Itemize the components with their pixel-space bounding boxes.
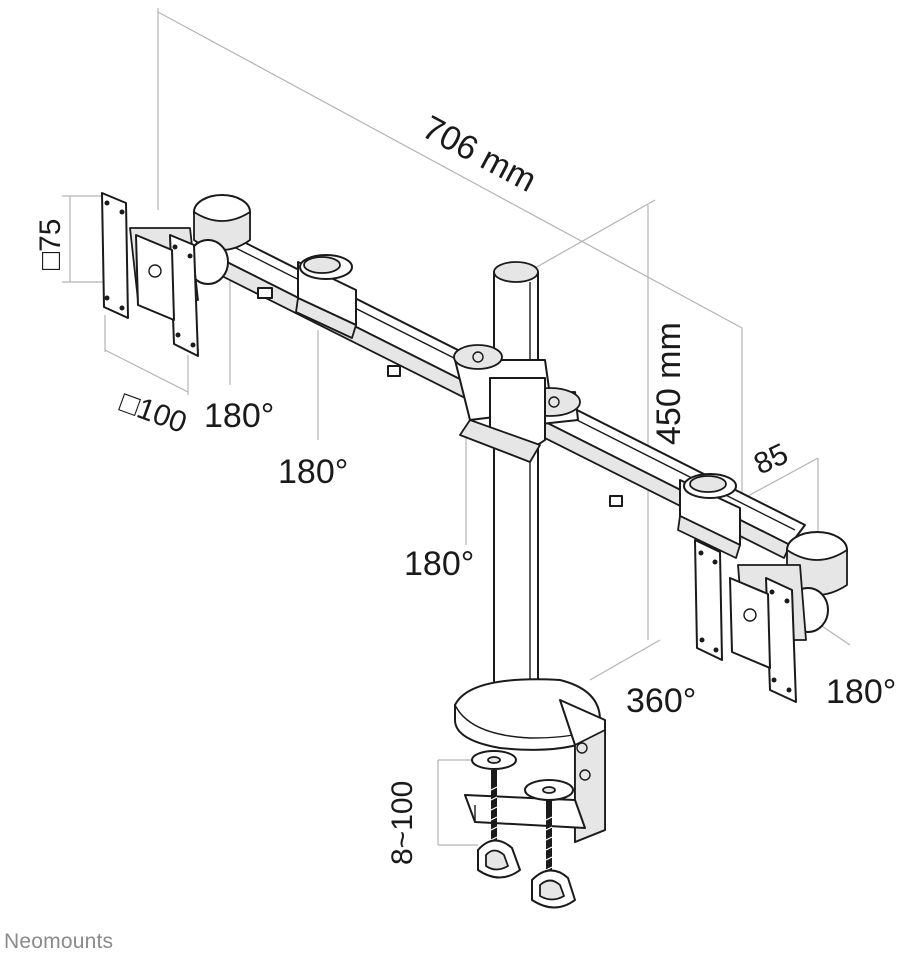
clamp-range-label: 8~100: [386, 781, 419, 865]
center-joint-rotation-label: 180°: [404, 545, 474, 583]
right-monitor-head: [694, 531, 848, 703]
dimension-lines: [62, 8, 851, 846]
right-collar: [609, 473, 741, 559]
labels: 706 mm 450 mm 85 □75 □100 8~100 180° 180…: [34, 109, 896, 865]
pole: [493, 261, 539, 741]
height-dimension-label: 450 mm: [650, 322, 688, 445]
left-joint-rotation-label: 180°: [278, 453, 348, 491]
pole-swivel-rotation-label: 360°: [626, 682, 696, 720]
right-plate-rotation-label: 180°: [826, 673, 896, 711]
left-collar: [257, 254, 401, 377]
vesa-75-label: □75: [34, 219, 67, 271]
left-plate-rotation-label: 180°: [204, 397, 274, 435]
brand-logo-text: Neomounts: [4, 930, 114, 953]
left-monitor-head: [101, 192, 251, 357]
center-mount: [453, 344, 581, 463]
vesa-100-label: □100: [116, 386, 191, 440]
desk-clamp: [454, 678, 606, 909]
